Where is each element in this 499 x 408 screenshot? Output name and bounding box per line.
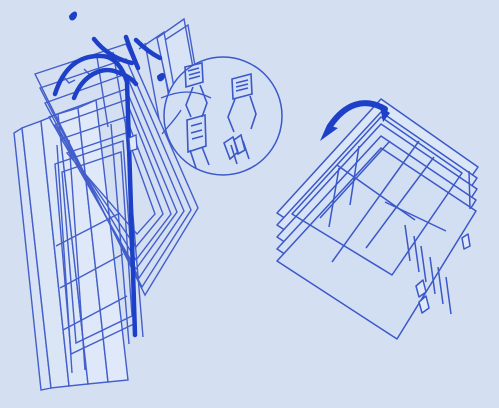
detail-circle	[164, 57, 282, 175]
buckle-icon	[129, 135, 137, 151]
